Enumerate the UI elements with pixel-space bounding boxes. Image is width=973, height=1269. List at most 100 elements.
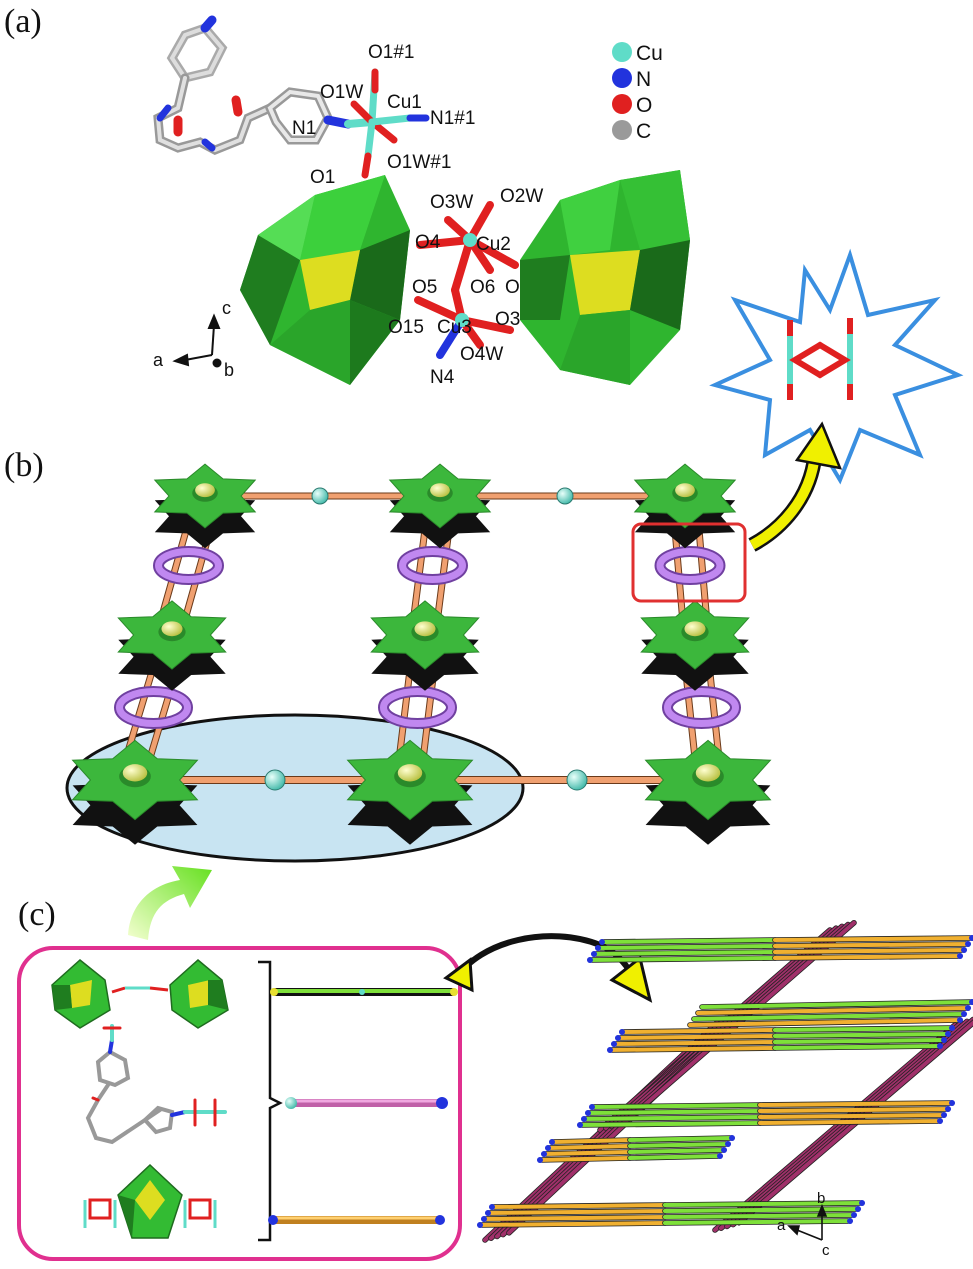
node-4-r-3 bbox=[729, 1135, 735, 1141]
cu-oxo-bridge bbox=[414, 201, 519, 359]
pom-dimer-icon bbox=[51, 959, 229, 1029]
row-2-b-3 bbox=[773, 1026, 954, 1032]
node-0-r-3 bbox=[859, 1200, 865, 1206]
row-3-b-3 bbox=[773, 936, 973, 942]
row-0-a-3 bbox=[490, 1203, 667, 1209]
label-O4: O4 bbox=[415, 232, 441, 253]
legend-dot-c bbox=[612, 120, 632, 140]
cu-node-top-1 bbox=[311, 487, 329, 505]
row-4-b-0 bbox=[628, 1154, 722, 1160]
label-N1: N1 bbox=[292, 118, 316, 139]
node-2-r-1 bbox=[941, 1037, 947, 1043]
row-0-b-0 bbox=[663, 1219, 852, 1225]
node-4-l-3 bbox=[549, 1139, 555, 1145]
ring-mid-upper bbox=[397, 546, 468, 585]
cu-node-top-2 bbox=[556, 487, 574, 505]
pom-star-right-2 bbox=[644, 739, 772, 845]
node-1-r-0 bbox=[937, 1118, 943, 1124]
node-1-l-0 bbox=[577, 1122, 583, 1128]
node-1-r-2 bbox=[945, 1106, 951, 1112]
node-3-l-0 bbox=[587, 957, 593, 963]
node-4-l-0 bbox=[537, 1157, 543, 1163]
lattice-network-c bbox=[477, 919, 973, 1243]
pom-star-left-2 bbox=[71, 739, 199, 845]
row-4-b-3 bbox=[628, 1136, 734, 1142]
label-N1-1: N1#1 bbox=[430, 108, 475, 129]
row-1-a-2 bbox=[586, 1109, 762, 1115]
ring-left-upper bbox=[153, 546, 224, 585]
ligand-stick-model bbox=[153, 15, 430, 179]
row-2-a-1 bbox=[612, 1040, 777, 1046]
node-2-r-3 bbox=[949, 1025, 955, 1031]
node-3-l-3 bbox=[599, 939, 605, 945]
top-row-3 bbox=[700, 1000, 973, 1009]
axes-indicator-c bbox=[787, 1203, 828, 1241]
panel-label-a: (a) bbox=[4, 3, 42, 40]
axis-c-c: c bbox=[822, 1242, 830, 1259]
node-0-l-3 bbox=[489, 1204, 495, 1210]
rod-green bbox=[270, 988, 458, 996]
pom-star-right-0 bbox=[633, 463, 737, 549]
row-0-a-2 bbox=[486, 1209, 667, 1215]
axes-indicator-a bbox=[172, 313, 222, 368]
node-3-r-2 bbox=[965, 941, 971, 947]
node-4-l-2 bbox=[545, 1145, 551, 1151]
label-O1: O1 bbox=[310, 167, 335, 188]
building-units-frame bbox=[17, 946, 462, 1261]
label-Cu2: Cu2 bbox=[476, 234, 511, 255]
label-Cu1: Cu1 bbox=[387, 92, 422, 113]
row-1-a-3 bbox=[590, 1103, 762, 1109]
node-3-r-3 bbox=[969, 935, 973, 941]
node-2-l-3 bbox=[619, 1029, 625, 1035]
node-3-r-1 bbox=[961, 947, 967, 953]
yellow-curved-arrow-b bbox=[748, 421, 843, 552]
pom-star-left-0 bbox=[153, 463, 257, 549]
row-0-a-0 bbox=[478, 1221, 667, 1227]
row-2-a-3 bbox=[620, 1028, 777, 1034]
row-2-b-2 bbox=[773, 1032, 950, 1038]
axis-c-b: b bbox=[817, 1190, 825, 1207]
node-2-l-0 bbox=[607, 1047, 613, 1053]
row-3-b-0 bbox=[773, 954, 962, 960]
node-4-l-1 bbox=[541, 1151, 547, 1157]
row-3-a-3 bbox=[600, 938, 777, 944]
node-1-l-3 bbox=[589, 1104, 595, 1110]
axis-a-b: b bbox=[224, 360, 234, 380]
label-O3W: O3W bbox=[430, 192, 473, 213]
node-1-r-1 bbox=[941, 1112, 947, 1118]
ring-left-lower bbox=[114, 686, 193, 729]
label-O15: O15 bbox=[388, 317, 424, 338]
legend-dot-o bbox=[612, 94, 632, 114]
top-row-0 bbox=[688, 1018, 962, 1027]
rod-orange bbox=[268, 1215, 445, 1225]
node-0-r-1 bbox=[851, 1212, 857, 1218]
node-3-r-0 bbox=[957, 953, 963, 959]
cu-node-bottom-1 bbox=[264, 769, 286, 791]
row-3-b-2 bbox=[773, 942, 970, 948]
legend-label-cu: Cu bbox=[636, 42, 663, 65]
top-node-0 bbox=[957, 1017, 963, 1023]
pom-cu-dimer-icon bbox=[83, 1163, 217, 1239]
label-O1W-1: O1W#1 bbox=[387, 152, 451, 173]
label-O6: O6 bbox=[470, 277, 495, 298]
row-4-a-2 bbox=[546, 1144, 632, 1150]
row-3-b-1 bbox=[773, 948, 966, 954]
atom-legend: Cu N O C bbox=[612, 42, 663, 143]
pom-star-mid-0 bbox=[388, 463, 492, 549]
row-4-a-0 bbox=[538, 1156, 632, 1162]
row-2-a-2 bbox=[616, 1034, 777, 1040]
axis-a-a: a bbox=[153, 350, 164, 370]
node-3-l-1 bbox=[591, 951, 597, 957]
node-0-r-2 bbox=[855, 1206, 861, 1212]
pom-star-right-1 bbox=[640, 600, 750, 691]
node-0-r-0 bbox=[847, 1218, 853, 1224]
panel-label-b: (b) bbox=[4, 447, 44, 484]
pom-star-mid-2 bbox=[346, 739, 474, 845]
row-1-b-0 bbox=[758, 1119, 942, 1125]
label-N4: N4 bbox=[430, 367, 455, 388]
label-Cu3: Cu3 bbox=[437, 317, 472, 338]
top-node-1 bbox=[961, 1011, 967, 1017]
legend-label-n: N bbox=[636, 68, 651, 91]
label-O4W: O4W bbox=[460, 344, 503, 365]
